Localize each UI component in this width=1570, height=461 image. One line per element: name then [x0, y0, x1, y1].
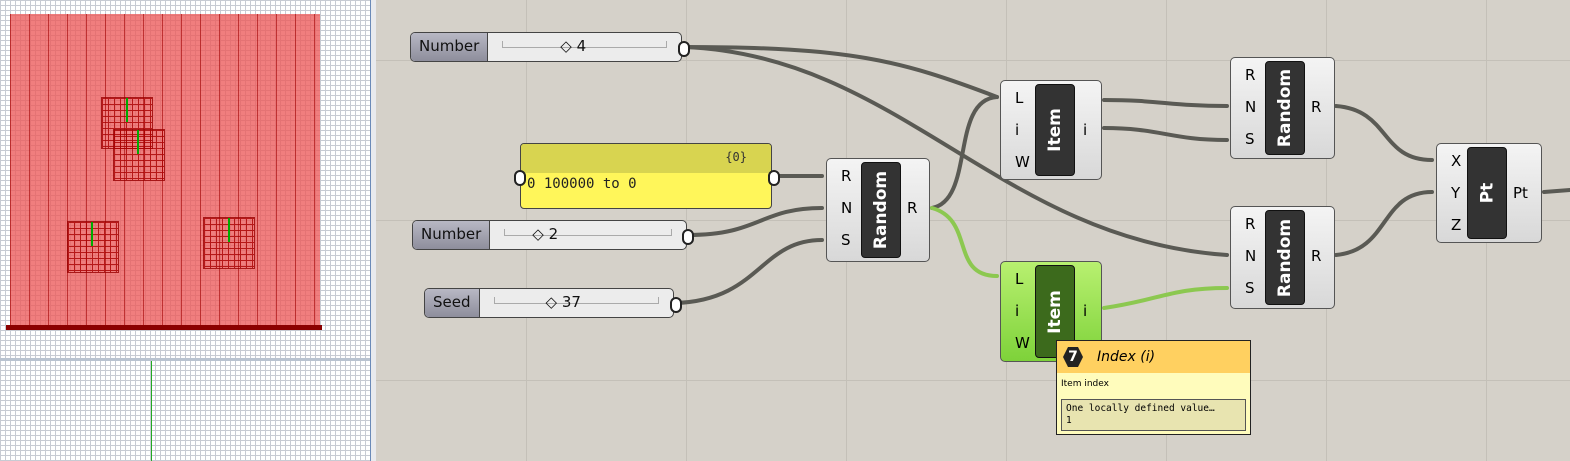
seed-slider[interactable]: Seed ◇ 37 — [424, 288, 674, 318]
input-l[interactable]: L — [1015, 89, 1024, 107]
input-n[interactable]: N — [1245, 98, 1257, 116]
z-axis-marker — [126, 98, 128, 122]
output-i[interactable]: i — [1083, 121, 1088, 139]
input-i[interactable]: i — [1015, 121, 1020, 139]
output-pt[interactable]: Pt — [1513, 184, 1528, 202]
output-i[interactable]: i — [1083, 302, 1088, 320]
input-s[interactable]: S — [841, 231, 851, 249]
input-r[interactable]: R — [1245, 215, 1256, 233]
slider-label: Seed — [425, 289, 480, 317]
slider-track[interactable]: ◇ 4 — [488, 33, 681, 61]
tooltip: 7 Index (i) Item index One locally define… — [1056, 340, 1251, 435]
point-grid-3 — [67, 221, 119, 273]
output-port[interactable] — [670, 297, 682, 313]
panel-path: {0} — [521, 144, 771, 173]
wire-selected — [930, 206, 999, 278]
construct-point-component[interactable]: X Y Z Pt Pt — [1436, 143, 1542, 243]
wire — [930, 95, 999, 210]
wire — [1334, 104, 1434, 162]
random-component-2[interactable]: R N S Random R — [1230, 57, 1335, 159]
panel-content: 0 100000 to 0 — [527, 176, 637, 192]
slider-value: 4 — [576, 37, 587, 55]
input-x[interactable]: X — [1451, 152, 1462, 170]
component-title: Random — [871, 170, 892, 250]
panel[interactable]: {0} 0 100000 to 0 — [520, 143, 772, 209]
input-i[interactable]: i — [1015, 302, 1020, 320]
input-r[interactable]: R — [1245, 66, 1256, 84]
component-title: Pt — [1477, 182, 1497, 204]
parameter-badge-icon: 7 — [1063, 347, 1083, 367]
input-n[interactable]: N — [841, 199, 853, 217]
wire-selected — [1102, 286, 1229, 310]
red-surface — [10, 14, 320, 330]
slider-label: Number — [411, 33, 489, 61]
tooltip-value: 1 — [1066, 415, 1072, 426]
wire — [1102, 126, 1229, 142]
input-y[interactable]: Y — [1451, 184, 1461, 202]
points-row — [6, 325, 322, 330]
wire — [1334, 190, 1434, 257]
slider-track[interactable]: ◇ 37 — [480, 289, 674, 317]
slider-track[interactable]: ◇ 2 — [490, 221, 686, 249]
input-r[interactable]: R — [841, 167, 852, 185]
component-title: Item — [1045, 108, 1066, 152]
output-r[interactable]: R — [1311, 98, 1322, 116]
input-port[interactable] — [514, 170, 526, 186]
component-title: Item — [1045, 289, 1066, 334]
tooltip-value-box: One locally defined value… 1 — [1061, 399, 1246, 431]
input-w[interactable]: W — [1015, 334, 1030, 352]
wire — [1542, 188, 1570, 194]
number-slider-1[interactable]: Number ◇ 4 — [410, 32, 682, 62]
input-n[interactable]: N — [1245, 247, 1257, 265]
z-axis-marker — [228, 218, 230, 242]
viewport-separator[interactable] — [0, 358, 370, 361]
list-item-component-1[interactable]: L i W Item i — [1000, 80, 1102, 180]
z-axis-marker — [91, 222, 93, 246]
component-title: Random — [1275, 68, 1296, 148]
slider-value: 2 — [548, 225, 559, 243]
output-port[interactable] — [682, 229, 694, 245]
random-component-3[interactable]: R N S Random R — [1230, 206, 1335, 309]
number-slider-2[interactable]: Number ◇ 2 — [412, 220, 687, 250]
tooltip-title: Index (i) — [1097, 349, 1156, 365]
slider-value: 37 — [561, 293, 581, 311]
y-axis-line — [151, 361, 152, 461]
input-l[interactable]: L — [1015, 270, 1024, 288]
output-r[interactable]: R — [907, 199, 918, 217]
panel-splitter[interactable] — [370, 0, 376, 461]
tooltip-value-summary: One locally defined value… — [1066, 403, 1215, 414]
random-component-1[interactable]: R N S Random R — [826, 158, 930, 262]
wire — [686, 206, 824, 237]
wire — [682, 45, 999, 99]
input-z[interactable]: Z — [1451, 216, 1462, 234]
output-port[interactable] — [678, 41, 690, 57]
rhino-viewport-top[interactable] — [0, 0, 370, 461]
component-title: Random — [1275, 218, 1296, 297]
point-grid-2 — [113, 129, 165, 181]
output-r[interactable]: R — [1311, 247, 1322, 265]
z-axis-marker — [137, 130, 139, 154]
wire — [1102, 98, 1229, 108]
input-s[interactable]: S — [1245, 279, 1255, 297]
wire — [682, 45, 1229, 257]
slider-label: Number — [413, 221, 491, 249]
output-port[interactable] — [768, 170, 780, 186]
input-s[interactable]: S — [1245, 130, 1255, 148]
input-w[interactable]: W — [1015, 153, 1030, 171]
tooltip-description: Item index — [1061, 379, 1109, 389]
wire — [674, 238, 824, 305]
